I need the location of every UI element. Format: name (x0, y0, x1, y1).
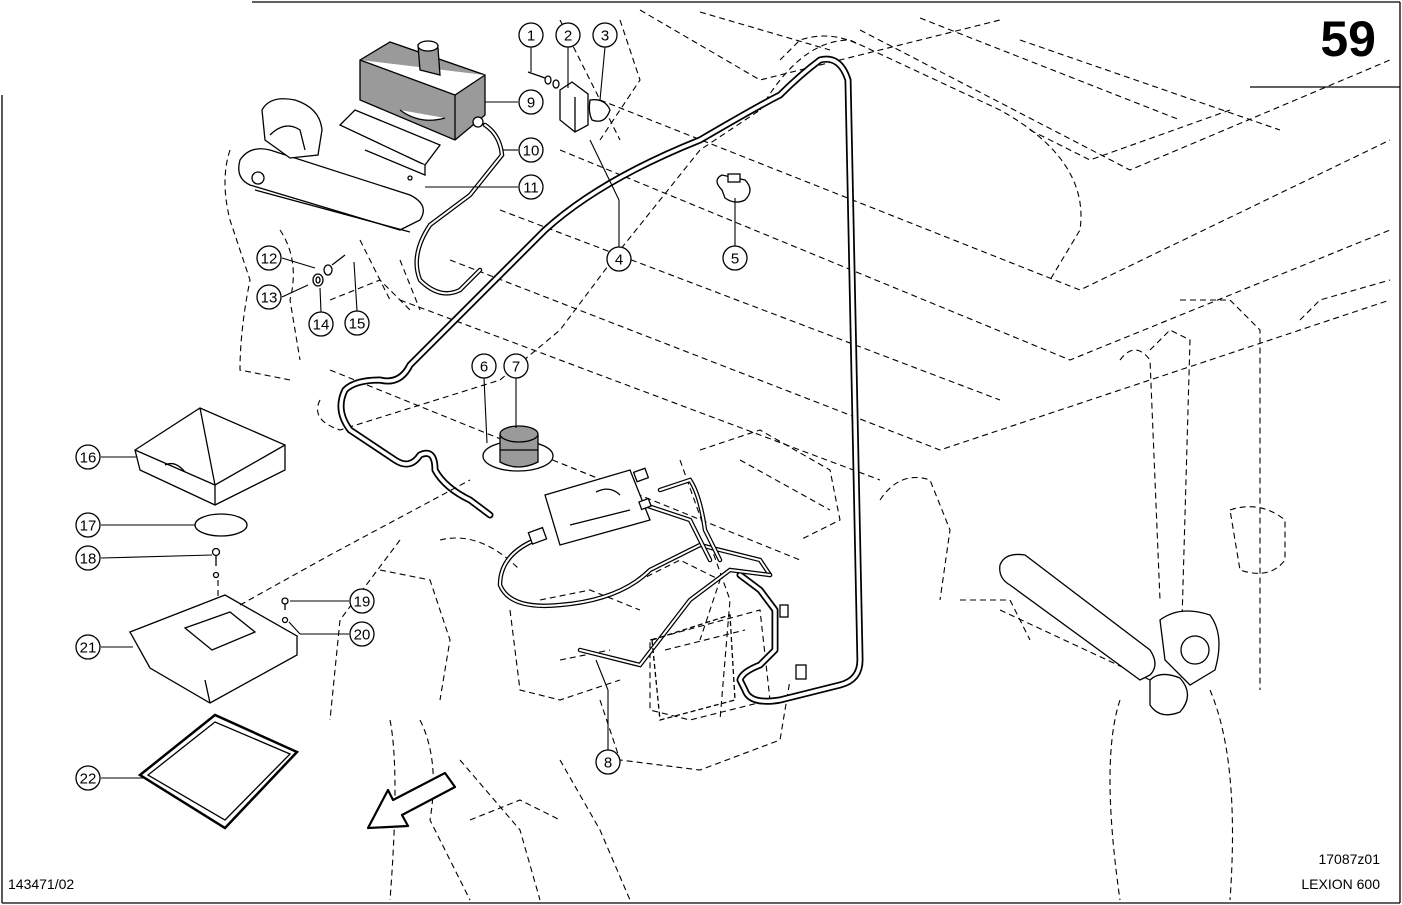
beacon-housing (359, 40, 486, 141)
callout-12: 12 (256, 245, 282, 271)
rotating-beacon (482, 425, 554, 472)
leader-lines (100, 46, 736, 779)
callout-7-label: 7 (512, 359, 520, 376)
cover-housing (134, 407, 286, 506)
callout-18: 18 (75, 545, 101, 571)
mounting-bracket (338, 109, 442, 181)
callout-8-label: 8 (604, 755, 612, 772)
callout-5-label: 5 (731, 251, 739, 268)
drawing-code: 17087z01 (1318, 851, 1380, 867)
callout-17-label: 17 (80, 518, 97, 535)
callout-14: 14 (308, 311, 334, 337)
callout-8: 8 (595, 749, 621, 775)
callout-12-label: 12 (261, 251, 278, 268)
document-code: 143471/02 (8, 876, 75, 892)
callout-15: 15 (344, 310, 370, 336)
callout-16: 16 (75, 444, 101, 470)
callout-13-label: 13 (261, 290, 278, 307)
callout-3-label: 3 (601, 28, 609, 45)
callout-11-label: 11 (523, 180, 539, 197)
callout-10-label: 10 (523, 143, 540, 160)
callout-17: 17 (75, 512, 101, 538)
callout-21: 21 (75, 634, 101, 660)
model-name: LEXION 600 (1301, 876, 1380, 892)
seal-ring (194, 513, 248, 537)
callout-20-label: 20 (354, 627, 371, 644)
bracket-hardware (527, 71, 611, 133)
callout-4: 4 (606, 246, 632, 272)
callout-11: 11 (518, 174, 544, 200)
callout-1-label: 1 (527, 28, 535, 45)
callout-22-label: 22 (80, 771, 97, 788)
callout-4-label: 4 (615, 252, 623, 269)
left-armrest (238, 98, 424, 233)
cab-outline-dashed (224, 9, 1391, 901)
callout-22: 22 (75, 765, 101, 791)
callout-6-label: 6 (480, 359, 488, 376)
callout-2-label: 2 (564, 28, 572, 45)
small-fasteners (312, 254, 346, 287)
callout-6: 6 (471, 353, 497, 379)
page-number: 59 (1320, 11, 1376, 67)
callout-1: 1 (518, 22, 544, 48)
callout-19: 19 (349, 588, 375, 614)
callout-13: 13 (256, 284, 282, 310)
callout-20: 20 (349, 621, 375, 647)
frame-tray (137, 713, 300, 830)
beacon-cable (414, 122, 505, 296)
forward-direction-arrow-icon (366, 771, 457, 830)
callout-2: 2 (555, 22, 581, 48)
right-armrest (999, 553, 1220, 716)
callout-9: 9 (518, 89, 544, 115)
cable-clip (716, 173, 751, 203)
callout-5: 5 (722, 245, 748, 271)
callout-10: 10 (518, 137, 544, 163)
callout-15-label: 15 (349, 316, 366, 333)
callout-21-label: 21 (80, 640, 97, 657)
callout-19-label: 19 (354, 594, 371, 611)
callout-14-label: 14 (313, 317, 330, 334)
main-cable-loop (337, 55, 864, 705)
callout-3: 3 (592, 22, 618, 48)
control-console (527, 467, 652, 546)
coax-cables (497, 477, 807, 680)
callout-7: 7 (503, 353, 529, 379)
callout-16-label: 16 (80, 450, 97, 467)
base-housing (128, 479, 471, 704)
callout-18-label: 18 (80, 551, 97, 568)
callout-9-label: 9 (527, 95, 535, 112)
